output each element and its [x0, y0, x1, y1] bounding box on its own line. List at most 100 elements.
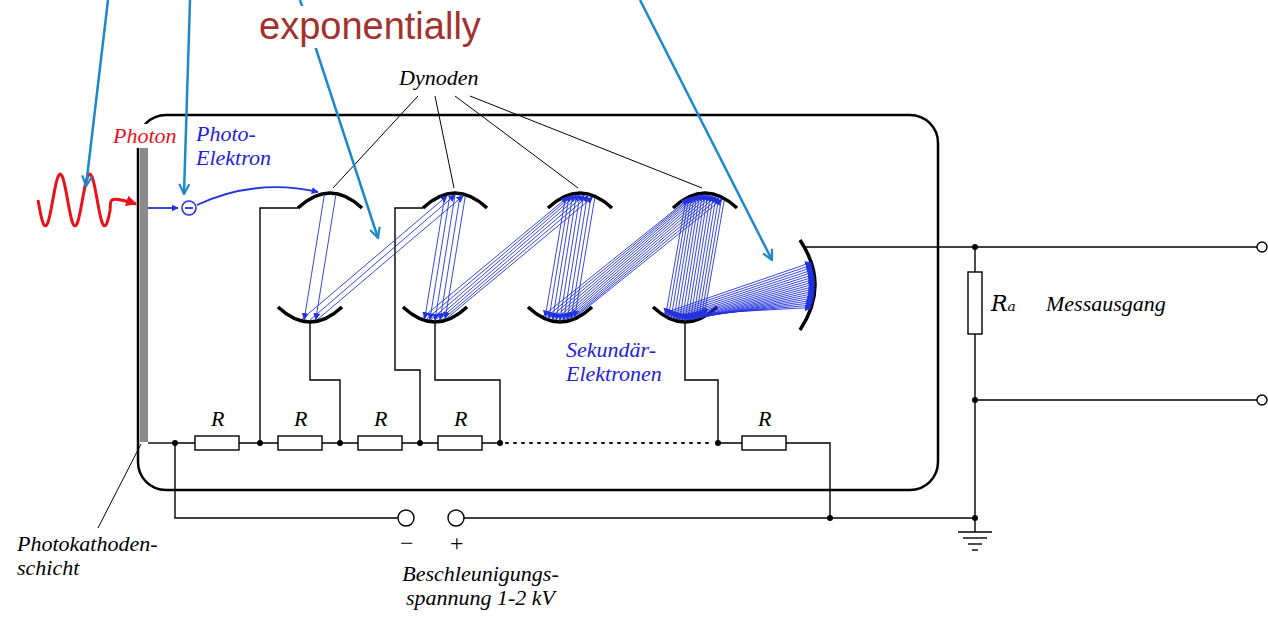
- resistor-symbol: [742, 436, 786, 450]
- wire: [718, 443, 830, 518]
- resistor-label: Rₐ: [990, 292, 1017, 316]
- electron-path: [310, 195, 455, 320]
- wire: [148, 442, 175, 443]
- electron-path: [435, 195, 580, 320]
- junction-dot: [497, 440, 503, 446]
- dynode: [298, 193, 362, 208]
- ground-bar: [972, 549, 978, 550]
- secondary-electron-beams: [302, 195, 815, 320]
- wire: [310, 322, 340, 443]
- electron-path: [702, 303, 813, 316]
- electron-path: [562, 195, 707, 320]
- dynode-leaders: [333, 96, 702, 188]
- photocathode-layer: [140, 145, 148, 442]
- electron-path: [549, 197, 694, 319]
- junction-dot: [827, 515, 833, 521]
- junction-dot: [257, 440, 263, 446]
- junction-dot: [337, 440, 343, 446]
- callout-arrow: [86, 0, 108, 186]
- resistor-label: R: [373, 407, 388, 431]
- wire: [974, 247, 975, 272]
- electron-path: [696, 197, 716, 318]
- electron-path: [197, 187, 318, 205]
- junction-dot: [172, 440, 178, 446]
- electron-path: [423, 197, 568, 317]
- electron-path: [699, 198, 719, 317]
- electron-path: [685, 195, 705, 320]
- electron-path: [686, 286, 815, 320]
- terminal: [448, 510, 464, 526]
- part-name: Photokathoden- schicht: [16, 532, 159, 580]
- terminal: [398, 510, 414, 526]
- electron-path: [568, 196, 713, 319]
- wire: [435, 322, 500, 443]
- electron-path: [425, 197, 445, 319]
- electron-symbol: [182, 201, 196, 215]
- polarity-sign: +: [449, 530, 465, 556]
- resistor-symbol: [278, 436, 322, 450]
- supply-label: Beschleunigungs- spannung 1-2 kV: [372, 562, 589, 610]
- resistor-symbol: [968, 272, 982, 334]
- resistor-label: R: [210, 407, 225, 431]
- part-name: Dynoden: [398, 66, 479, 90]
- resistor-label: R: [453, 407, 468, 431]
- electron-path: [427, 196, 572, 319]
- electron-path: [558, 195, 703, 320]
- output-label: Messausgang: [1045, 292, 1167, 316]
- electron-path: [148, 207, 178, 209]
- ground-bar: [963, 537, 987, 538]
- leader-line: [98, 444, 141, 528]
- wire: [685, 322, 718, 443]
- electron-path: [673, 272, 814, 318]
- terminals: [398, 242, 1267, 526]
- dynodes: [278, 193, 737, 322]
- junction-dots: [172, 244, 978, 521]
- junction-dot: [972, 397, 978, 403]
- wire: [806, 246, 1257, 247]
- electron-path: [543, 199, 688, 316]
- terminal: [1257, 395, 1267, 405]
- part-name: Photon: [112, 124, 178, 148]
- leader-line: [470, 96, 702, 188]
- electron-path: [697, 298, 813, 318]
- ground-symbol: [958, 532, 992, 550]
- electron-path: [302, 196, 447, 319]
- junction-dot: [972, 515, 978, 521]
- electron-path: [677, 277, 814, 319]
- junction-dot: [972, 244, 978, 250]
- wire: [175, 443, 398, 518]
- electron-path: [675, 274, 814, 318]
- resistor-symbol: [438, 436, 482, 450]
- callout-arrows: [86, 0, 772, 260]
- electron-path: [679, 279, 814, 319]
- electron-path: [693, 196, 713, 319]
- wire: [464, 517, 975, 518]
- callout-arrow: [640, 0, 772, 260]
- wire: [975, 399, 1257, 400]
- part-name: Photo- Elektron: [195, 122, 272, 170]
- electron-path: [693, 293, 815, 319]
- callout-arrow: [184, 0, 190, 194]
- electron-path: [574, 198, 719, 317]
- electron-charge: [185, 207, 193, 209]
- tube-housing: [138, 115, 938, 490]
- electron-path: [552, 196, 697, 319]
- electron-path: [700, 300, 814, 316]
- electron-path: [430, 195, 450, 319]
- electron-path: [691, 291, 815, 320]
- resistor-label: R: [293, 407, 308, 431]
- electron-path: [431, 195, 576, 319]
- electron-path: [546, 198, 691, 317]
- ground-bar: [958, 531, 992, 532]
- wire: [974, 334, 975, 518]
- electron-path: [706, 308, 811, 314]
- leader-line: [455, 96, 578, 188]
- electron-path: [695, 296, 814, 319]
- electron-path: [704, 305, 812, 314]
- polarity-sign: −: [399, 530, 415, 556]
- electron-path: [555, 195, 700, 319]
- electron-path: [684, 284, 815, 320]
- resistor-symbol: [195, 436, 239, 450]
